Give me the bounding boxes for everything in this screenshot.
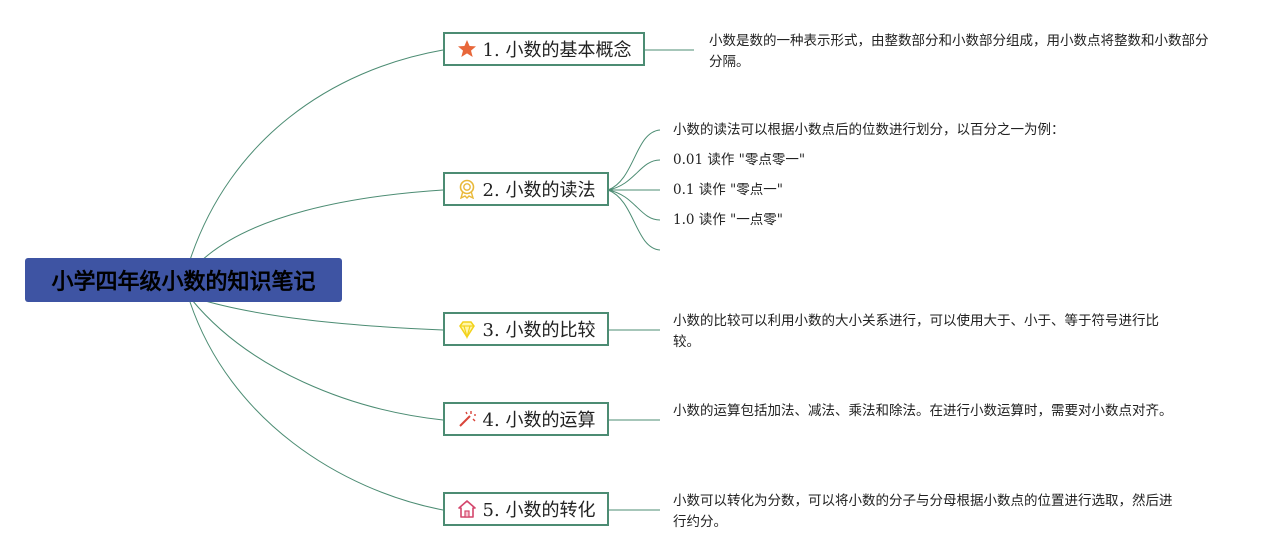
topic-5-label: 5. 小数的转化 (482, 500, 596, 521)
root-title: 小学四年级小数的知识笔记 (51, 270, 316, 295)
topic-2-reading[interactable]: 2. 小数的读法 (443, 172, 609, 206)
link-reading-2 (607, 159, 661, 191)
magic-wand-icon (457, 409, 477, 429)
link-root-topic-4 (191, 299, 444, 421)
home-icon (457, 499, 477, 519)
link-reading-1 (607, 129, 661, 191)
link-reading-4 (607, 189, 661, 221)
topic-2-label: 2. 小数的读法 (482, 180, 596, 201)
link-root-topic-3 (194, 297, 444, 331)
diamond-icon (457, 319, 477, 339)
topic-1-label: 1. 小数的基本概念 (482, 40, 632, 61)
link-root-topic-5 (189, 301, 444, 511)
root-topic[interactable]: 小学四年级小数的知识笔记 (25, 258, 342, 302)
link-reading-5 (607, 189, 661, 251)
note-reading-example-1: 0.01 读作 "零点零一" (673, 152, 806, 168)
topic-4-label: 4. 小数的运算 (482, 410, 596, 431)
topic-5-convert[interactable]: 5. 小数的转化 (443, 492, 609, 526)
link-root-topic-2 (199, 189, 444, 263)
note-compare: 小数的比较可以利用小数的大小关系进行，可以使用大于、小于、等于符号进行比较。 (673, 313, 1159, 350)
award-badge-icon (457, 179, 477, 199)
topic-1-basic-concept[interactable]: 1. 小数的基本概念 (443, 32, 645, 66)
note-basic-concept: 小数是数的一种表示形式，由整数部分和小数部分组成，用小数点将整数和小数部分分隔。 (709, 33, 1209, 70)
star-icon (457, 39, 477, 59)
note-reading-intro: 小数的读法可以根据小数点后的位数进行划分，以百分之一为例： (673, 122, 1065, 138)
note-reading-example-2: 0.1 读作 "零点一" (673, 182, 783, 198)
topic-3-compare[interactable]: 3. 小数的比较 (443, 312, 609, 346)
note-operation: 小数的运算包括加法、减法、乘法和除法。在进行小数运算时，需要对小数点对齐。 (673, 403, 1173, 419)
link-root-topic-1 (189, 49, 444, 261)
topic-4-operation[interactable]: 4. 小数的运算 (443, 402, 609, 436)
topic-3-label: 3. 小数的比较 (482, 320, 596, 341)
note-convert: 小数可以转化为分数，可以将小数的分子与分母根据小数点的位置进行选取，然后进行约分… (673, 493, 1173, 530)
note-reading-example-3: 1.0 读作 "一点零" (673, 212, 783, 228)
